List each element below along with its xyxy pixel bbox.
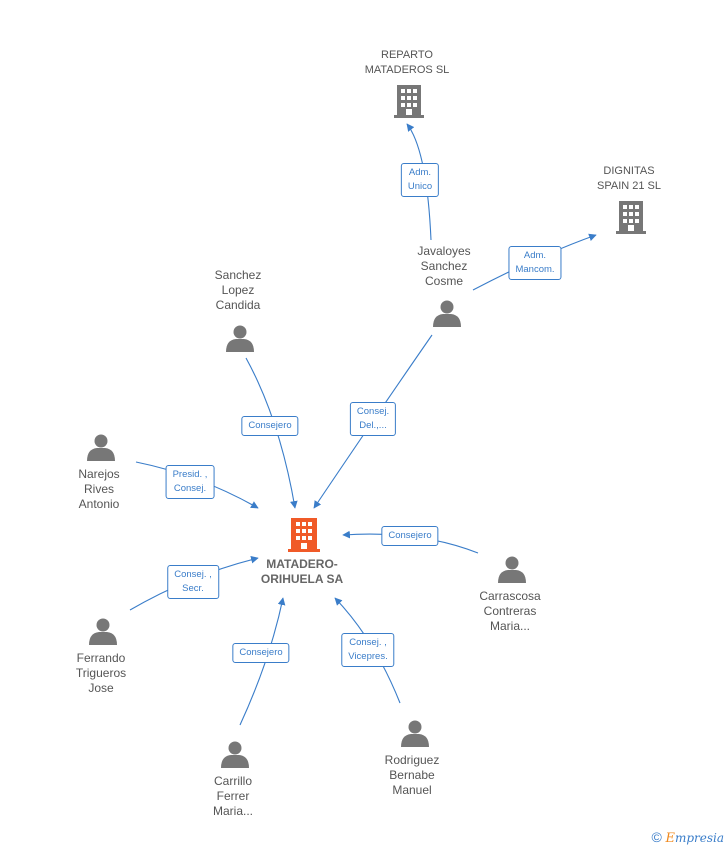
relation-label-dignitas: Adm. Mancom.	[508, 246, 562, 280]
person-label-carrascosa[interactable]: Carrascosa Contreras Maria...	[479, 589, 541, 633]
person-icon	[221, 741, 249, 768]
brand-name: mpresia	[674, 831, 724, 845]
relation-label-carrascosa: Consejero	[381, 526, 439, 546]
relation-label-rodriguez: Consej. , Vicepres.	[341, 633, 395, 667]
person-label-javaloyes[interactable]: Javaloyes Sanchez Cosme	[417, 244, 471, 288]
building-icon	[616, 201, 646, 234]
person-label-sanchez[interactable]: Sanchez Lopez Candida	[214, 268, 262, 312]
copyright-icon: ©	[651, 829, 662, 845]
person-icon	[498, 556, 526, 583]
center-building-icon	[288, 518, 320, 552]
person-icon	[89, 618, 117, 645]
relation-label-reparto: Adm. Unico	[400, 163, 440, 197]
building-icon	[394, 85, 424, 118]
person-icon	[226, 325, 254, 352]
company-label-dignitas[interactable]: DIGNITAS SPAIN 21 SL	[597, 165, 661, 192]
person-label-rodriguez[interactable]: Rodriguez Bernabe Manuel	[384, 753, 440, 797]
person-icon	[433, 300, 461, 327]
person-icon	[87, 434, 115, 461]
company-label-reparto[interactable]: REPARTO MATADEROS SL	[364, 49, 450, 76]
center-company-label[interactable]: MATADERO- ORIHUELA SA	[260, 557, 344, 586]
person-label-ferrando[interactable]: Ferrando Trigueros Jose	[75, 651, 127, 695]
footer-brand[interactable]: © Empresia	[651, 829, 724, 846]
person-label-carrillo[interactable]: Carrillo Ferrer Maria...	[212, 774, 254, 818]
relation-label-narejos: Presid. , Consej.	[165, 465, 215, 499]
relation-label-javaloyes: Consej. Del.,...	[349, 402, 397, 436]
relation-label-ferrando: Consej. , Secr.	[167, 565, 219, 599]
relation-label-carrillo: Consejero	[232, 643, 290, 663]
person-icon	[401, 720, 429, 747]
relation-label-sanchez: Consejero	[241, 416, 299, 436]
person-label-narejos[interactable]: Narejos Rives Antonio	[78, 467, 120, 511]
brand-initial: E	[665, 831, 675, 846]
